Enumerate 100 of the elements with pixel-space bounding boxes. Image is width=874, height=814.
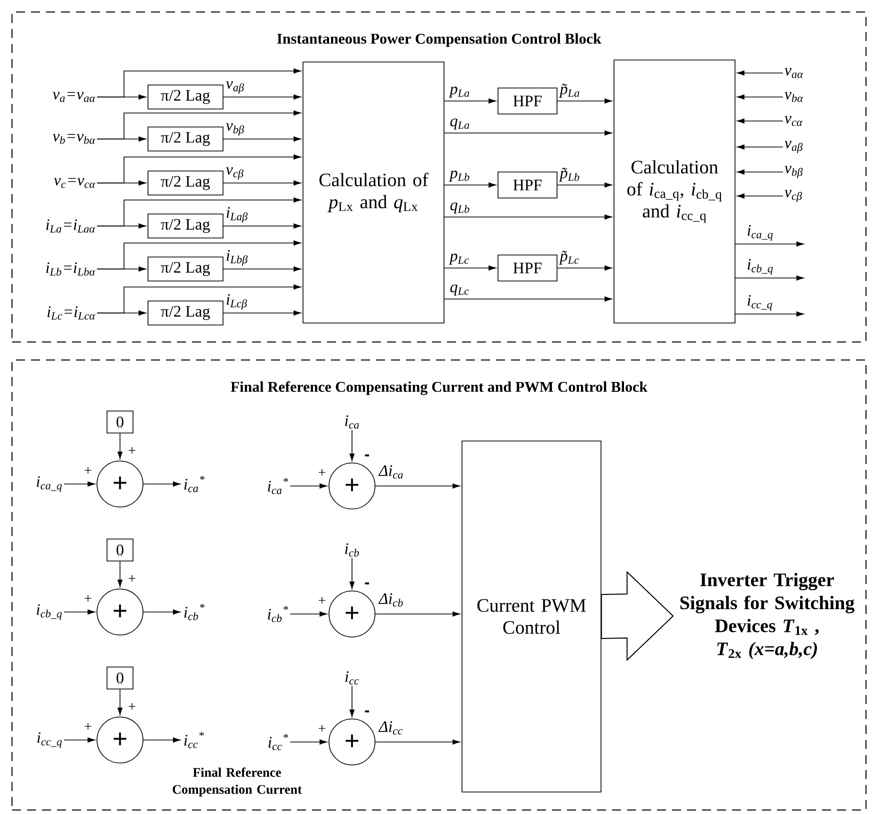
arrow (143, 737, 180, 743)
arrow (737, 169, 784, 175)
arrow (735, 241, 804, 247)
sign-label: + (84, 467, 92, 474)
edge-label: q$_{Lc}$ (450, 284, 469, 296)
arrow (735, 311, 804, 316)
sign-label: + (318, 725, 326, 732)
arrow (64, 481, 95, 486)
arrow (96, 266, 146, 272)
arrow (375, 611, 460, 617)
signal-label: v$_{cβ}$ (784, 190, 802, 202)
sign-label: - (364, 582, 370, 584)
arrow (737, 118, 784, 124)
signal-label: i$_{Lc}$=i$_{Lcα}$ (48, 306, 96, 320)
edge-label: p̃$_{La}$ (558, 84, 580, 98)
signal-label: i$_{cc}$* (268, 734, 288, 750)
summing-junction: + (328, 718, 376, 766)
signal-label: v$_{bα}$ (784, 92, 804, 102)
block-title: Instantaneous Power Compensation Control Block (277, 33, 602, 47)
output-text: Inverter Trigger Signals for Switching Devices T$_{1x}$ , T$_{2x}$ (x=a,b,c) (680, 572, 854, 660)
lag-block: π/2 Lag (148, 214, 224, 238)
lag-block: π/2 Lag (148, 126, 224, 152)
sign-label: + (84, 595, 92, 602)
signal-label: v$_{a}$=v$_{aα}$ (52, 92, 96, 102)
edge-label: p̃$_{Lb}$ (558, 168, 580, 182)
arrow (223, 180, 301, 186)
signal-label: v$_{b}$=v$_{bα}$ (52, 134, 96, 144)
arrow (375, 483, 460, 488)
edge-label: i$_{Lbβ}$ (226, 250, 248, 266)
sign-label: + (128, 575, 136, 582)
calculation-block: Current PWM Control (462, 440, 602, 792)
block-title: Final Reference Compensating Current and PWM Control Block (230, 381, 648, 396)
block-arrow (600, 570, 674, 662)
arrow (96, 180, 146, 186)
edge-label: v$_{cβ}$ (226, 167, 244, 180)
lag-block: π/2 Lag (148, 256, 224, 282)
signal-label: i$_{ca_q}$ (36, 476, 62, 492)
arrow (290, 739, 327, 745)
arrow (350, 686, 355, 717)
constant-block: 0 (106, 666, 134, 690)
filter-block: HPF (498, 172, 558, 198)
signal-label: i$_{cb}$* (268, 606, 288, 622)
calculation-block: Calculation of i$_{ca_q}$, i$_{cb_q}$ and i$_{cc_q}$ (614, 60, 736, 324)
edge-label: i$_{ca_q}$ (748, 225, 773, 241)
signal-label: v$_{cα}$ (784, 116, 803, 126)
edge-label: v$_{bβ}$ (226, 123, 244, 136)
signal-label: i$_{cb_q}$ (36, 604, 62, 620)
sign-label: + (318, 597, 326, 604)
sign-label: + (84, 723, 92, 730)
signal-label: i$_{cc_q}$ (37, 732, 62, 748)
edge-label: q$_{Lb}$ (450, 202, 470, 214)
signal-label: i$_{cb}$ (345, 543, 359, 557)
arrow (737, 70, 784, 76)
edge-label: Δi$_{cc}$ (378, 721, 402, 735)
signal-label: i$_{cb}$* (184, 604, 205, 620)
filter-block: HPF (498, 88, 558, 114)
arrow (96, 94, 146, 100)
signal-label: i$_{La}$=i$_{Laα}$ (46, 219, 96, 233)
sign-label: + (128, 703, 136, 710)
edge-label: q$_{La}$ (450, 118, 470, 130)
sign-label: + (318, 469, 326, 476)
summing-junction: + (96, 460, 144, 508)
arrow (223, 266, 301, 272)
arrow (350, 430, 355, 461)
lag-block: π/2 Lag (148, 170, 224, 196)
caption-text: Final Reference Compensation Current (172, 768, 302, 796)
arrow (143, 609, 180, 615)
edge-label: p̃$_{Lc}$ (558, 250, 579, 265)
edge-label: p$_{La}$ (448, 86, 470, 98)
arrow (737, 94, 784, 100)
edge-label: i$_{cc_q}$ (748, 295, 772, 311)
arrow (444, 98, 496, 104)
arrow (737, 144, 784, 150)
summing-junction: + (96, 716, 144, 764)
signal-label: i$_{ca}$* (268, 478, 288, 494)
lag-block: π/2 Lag (148, 300, 224, 326)
filter-block: HPF (498, 254, 558, 282)
arrow (64, 609, 95, 615)
edge-label: p$_{Lb}$ (448, 170, 470, 182)
arrow (223, 310, 301, 316)
arrow (737, 193, 784, 199)
arrow (118, 561, 123, 587)
sign-label: - (364, 454, 370, 456)
arrow (290, 483, 327, 488)
signal-label: v$_{c}$=v$_{cα}$ (54, 178, 96, 188)
arrow (118, 433, 123, 459)
arrow (290, 611, 327, 617)
signal-label: i$_{cc}$ (345, 671, 359, 685)
arrow (223, 223, 301, 229)
arrow (96, 223, 146, 229)
signal-label: i$_{ca}$* (184, 476, 205, 492)
summing-junction: + (328, 590, 376, 638)
arrow (444, 214, 612, 220)
arrow (96, 310, 146, 316)
signal-label: i$_{Lb}$=i$_{Lbα}$ (46, 262, 96, 276)
arrow (350, 558, 355, 589)
edge-label: i$_{Laβ}$ (226, 207, 248, 223)
arrow (444, 265, 496, 270)
arrow (735, 275, 804, 281)
calculation-block: Calculation of p$_{Lx}$ and q$_{Lx}$ (302, 62, 444, 324)
